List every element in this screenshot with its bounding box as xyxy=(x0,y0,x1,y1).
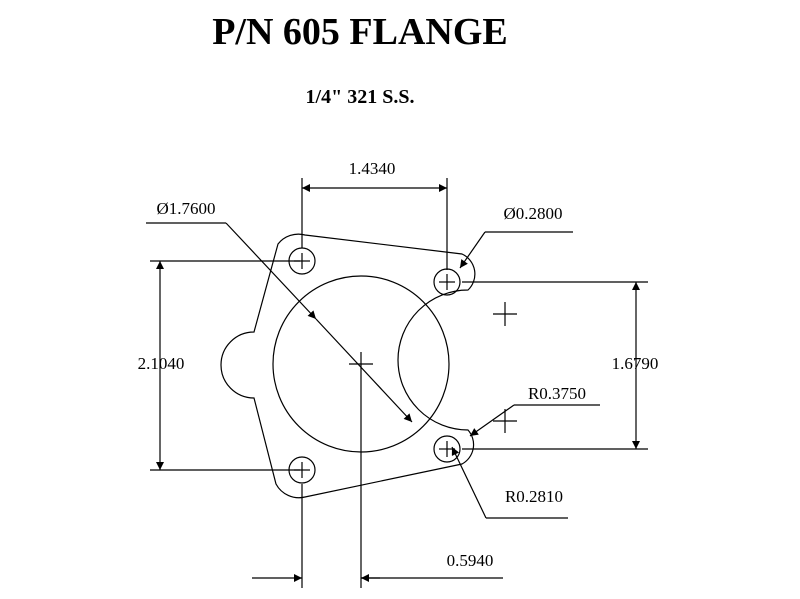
dim-bolt-spacing-vertical-left xyxy=(150,260,300,471)
dim-notch-radius xyxy=(469,404,600,437)
bolt-hole-top-right xyxy=(433,268,461,296)
dim-bolt-spacing-vertical-right xyxy=(462,281,648,450)
dim-bore-diameter xyxy=(146,222,413,423)
label-bottom-offset: 0.5940 xyxy=(447,551,494,570)
label-bore-diameter: Ø1.7600 xyxy=(156,199,215,218)
dim-bottom-offset xyxy=(252,376,503,588)
label-bolt-spacing-horizontal: 1.4340 xyxy=(349,159,396,178)
notch-center-mark xyxy=(493,302,517,326)
label-corner-radius: R0.2810 xyxy=(505,487,563,506)
label-bolt-spacing-vertical-left: 2.1040 xyxy=(138,354,185,373)
dim-corner-radius xyxy=(451,446,568,519)
dim-bolt-spacing-horizontal xyxy=(301,178,448,270)
material-spec: 1/4" 321 S.S. xyxy=(305,86,415,108)
flange-outline xyxy=(220,233,476,499)
label-notch-radius: R0.3750 xyxy=(528,384,586,403)
label-bolt-hole-diameter: Ø0.2800 xyxy=(503,204,562,223)
drawing-title: P/N 605 FLANGE xyxy=(212,11,508,53)
corner-center-mark xyxy=(493,409,517,433)
label-bolt-spacing-vertical-right: 1.6790 xyxy=(612,354,659,373)
dim-bolt-hole-diameter xyxy=(459,231,573,269)
bolt-hole-bottom-right xyxy=(433,435,461,463)
